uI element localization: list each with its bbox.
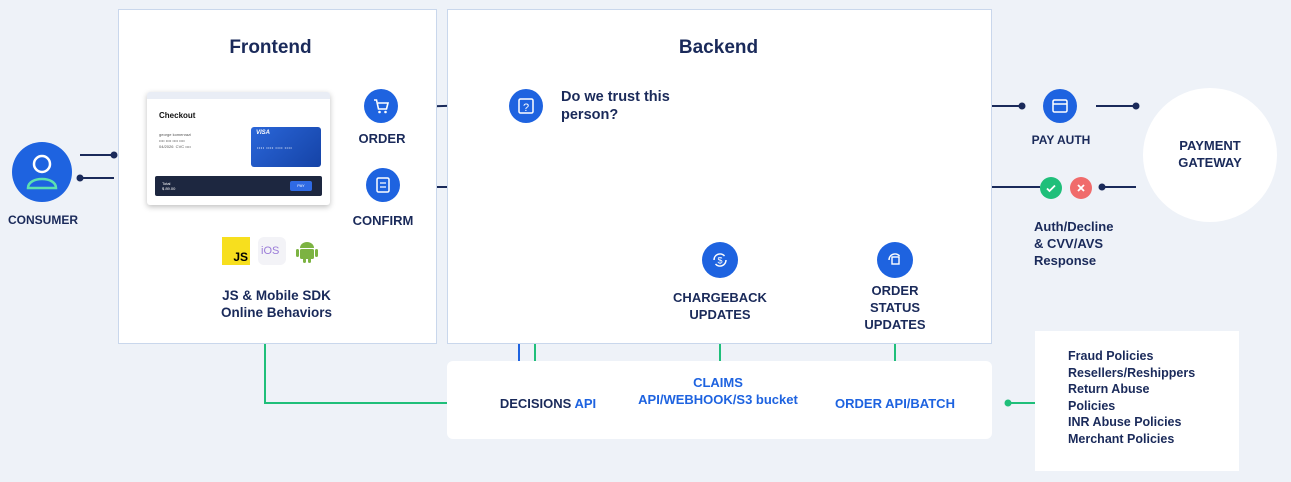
api-bar [447, 361, 992, 439]
policy-item: Return Abuse Policies [1068, 382, 1150, 413]
chargeback-label: CHARGEBACK UPDATES [673, 290, 767, 322]
policy-item: Resellers/Reshippers [1068, 365, 1196, 380]
frontend-title: Frontend [229, 37, 312, 58]
consumer-label: CONSUMER [7, 213, 78, 227]
check-icon [1040, 177, 1062, 199]
checkout-title: Checkout [159, 111, 196, 120]
svg-text:?: ? [523, 102, 529, 114]
ios-icon: iOS [258, 237, 286, 265]
policy-item: INR Abuse Policies [1068, 415, 1182, 429]
policies-list: Fraud Policies Resellers/Reshippers Retu… [1068, 348, 1228, 447]
backend-panel [447, 9, 992, 344]
auth-response-label: Auth/Decline & CVV/AVS Response [1034, 219, 1114, 268]
android-icon [293, 237, 321, 265]
js-icon: JS [222, 237, 250, 265]
order-status-label: ORDER STATUS UPDATES [864, 283, 926, 332]
trust-question: Do we trust this person? [561, 89, 670, 123]
order-api-label: ORDER API/BATCH [835, 396, 955, 411]
policy-item: Fraud Policies [1068, 349, 1154, 363]
chargeback-icon: $ [702, 242, 738, 278]
pay-auth-label: PAY AUTH [1031, 133, 1091, 147]
svg-text:$: $ [717, 256, 722, 266]
cart-icon[interactable] [364, 89, 398, 123]
policies-panel [1035, 331, 1239, 471]
pay-auth-icon [1043, 89, 1077, 123]
policy-item: Merchant Policies [1068, 431, 1175, 446]
visa-card: VISA •••• •••• •••• •••• [251, 127, 321, 167]
order-status-icon [877, 242, 913, 278]
order-label: ORDER [358, 131, 406, 146]
payment-gateway-label: PAYMENT GATEWAY [1178, 138, 1242, 170]
consumer-icon [12, 142, 72, 202]
claims-api-label: CLAIMS API/WEBHOOK/S3 bucket [638, 375, 798, 407]
checkout-card: Checkout george komenrazi•••• •••• •••• … [147, 92, 330, 205]
decisions-api-label: DECISIONS API [499, 396, 597, 411]
confirm-icon[interactable] [366, 168, 400, 202]
payment-gateway [1143, 88, 1277, 222]
question-icon: ? [509, 89, 543, 123]
decline-icon [1070, 177, 1092, 199]
confirm-label: CONFIRM [352, 213, 414, 228]
backend-title: Backend [678, 37, 759, 58]
